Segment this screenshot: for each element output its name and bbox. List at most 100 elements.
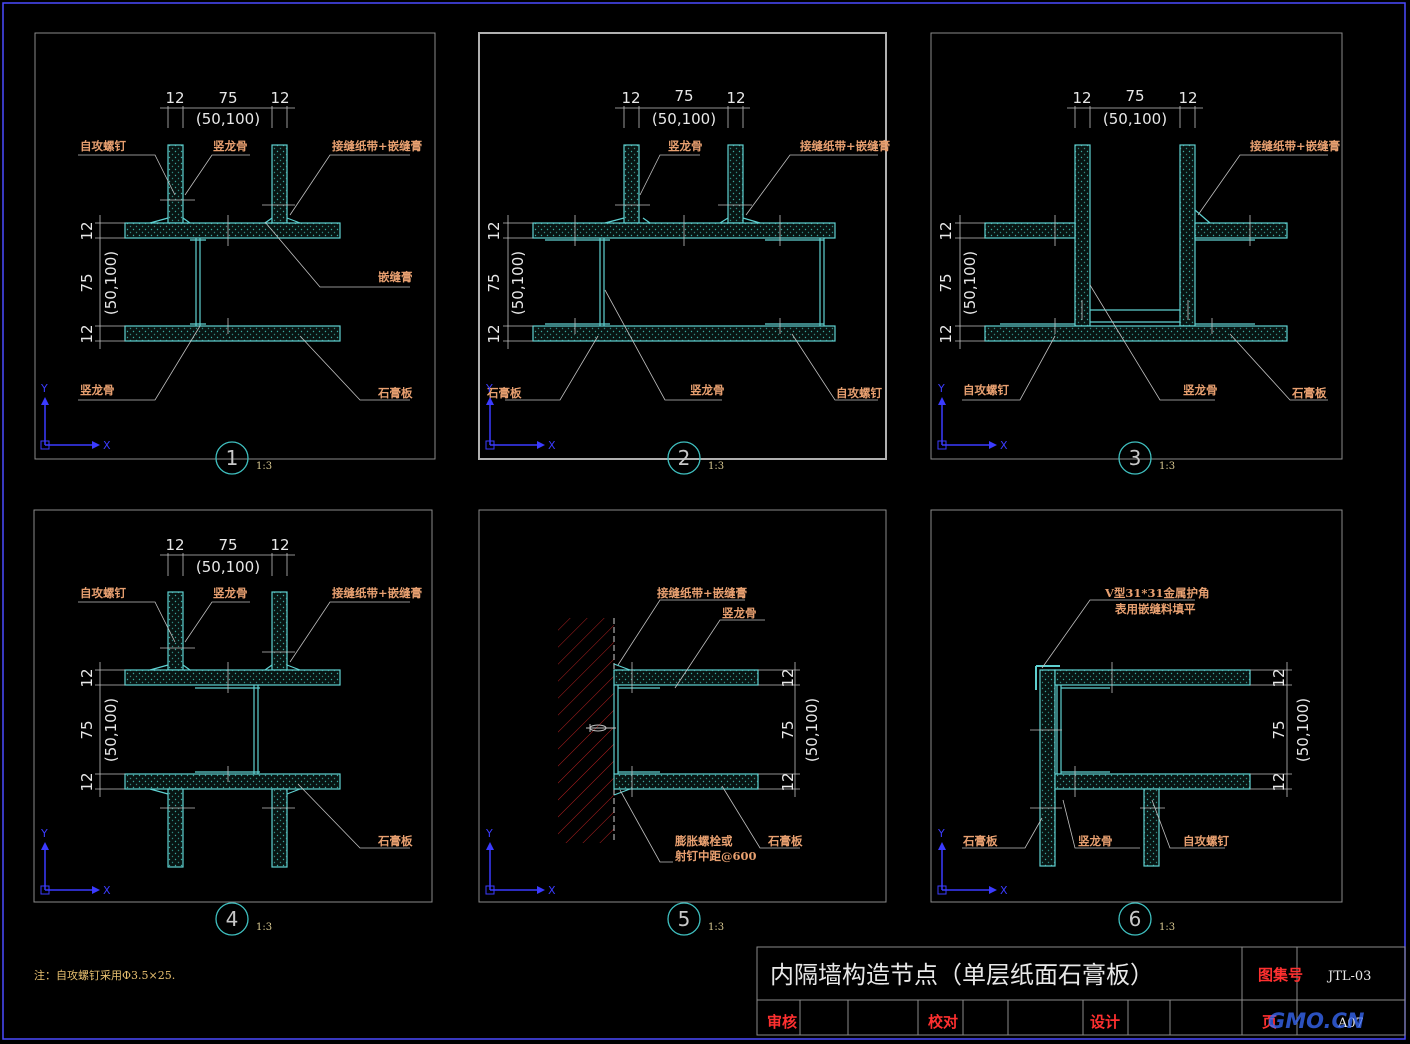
detail-number-2: 2: [678, 446, 691, 470]
detail-scale-3: 1:3: [1159, 461, 1175, 472]
label-stud: 竖龙骨: [722, 606, 757, 620]
label-stud: 竖龙骨: [213, 586, 248, 600]
label-stud: 竖龙骨: [1078, 834, 1113, 848]
label-tape: 接缝纸带+嵌缝膏: [332, 139, 423, 153]
dim-board-top-right: 12: [726, 89, 745, 107]
label-stud: 竖龙骨: [213, 139, 248, 153]
page-label: 页: [1262, 1013, 1277, 1031]
dim-alt-side: (50,100): [102, 251, 120, 315]
dim-board-top-right: 12: [270, 89, 289, 107]
dim-board-side-1: 12: [779, 668, 797, 687]
label-tape: 接缝纸带+嵌缝膏: [1250, 139, 1341, 153]
dim-alt-top: (50,100): [652, 110, 716, 128]
detail-3-drawing: 12 75 12 (50,100) 12 75 12 (50,100): [937, 87, 1341, 475]
check-label: 校对: [928, 1013, 958, 1031]
dim-board-top-left: 12: [1072, 89, 1091, 107]
label-stud-lower: 竖龙骨: [690, 383, 725, 397]
axis-x-label: X: [1000, 439, 1008, 452]
dim-board-side-1: 12: [1270, 668, 1288, 687]
dim-alt-side: (50,100): [961, 251, 979, 315]
dim-stud-side: 75: [937, 273, 955, 292]
footnote: 注：自攻螺钉采用Φ3.5×25.: [34, 968, 175, 982]
label-board: 石膏板: [767, 834, 803, 848]
axis-x-label: X: [548, 884, 556, 897]
viewport-frame-2[interactable]: [478, 32, 887, 460]
dim-board-side-2: 12: [78, 324, 96, 343]
label-board: 石膏板: [962, 834, 998, 848]
dim-board-side-2: 12: [78, 772, 96, 791]
dim-stud-top: 75: [674, 87, 693, 105]
dim-stud-side: 75: [485, 273, 503, 292]
dim-board-top-left: 12: [165, 89, 184, 107]
dim-alt-top: (50,100): [1103, 110, 1167, 128]
detail-number-1: 1: [226, 446, 239, 470]
label-board: 石膏板: [377, 386, 413, 400]
dim-alt-side: (50,100): [1294, 698, 1312, 762]
page-value: A07: [1337, 1016, 1364, 1031]
dim-stud-side: 75: [1270, 720, 1288, 739]
dim-alt-top: (50,100): [196, 558, 260, 576]
label-anchor-line2: 射钉中距@600: [674, 849, 757, 863]
detail-5-drawing: 12 75 12 (50,100) 接缝纸带+嵌缝膏 竖龙骨 膨胀螺栓或 射钉中…: [485, 586, 821, 936]
label-filler: 嵌缝膏: [378, 270, 413, 284]
dim-stud-top: 75: [218, 89, 237, 107]
detail-scale-6: 1:3: [1159, 922, 1175, 933]
label-screw: 自攻螺钉: [1183, 834, 1229, 848]
dim-stud-top: 75: [1125, 87, 1144, 105]
dim-alt-side: (50,100): [509, 251, 527, 315]
dim-board-side-1: 12: [937, 221, 955, 240]
detail-number-4: 4: [226, 907, 239, 931]
drawing-title: 内隔墙构造节点（单层纸面石膏板）: [770, 961, 1154, 989]
label-screw: 自攻螺钉: [80, 586, 126, 600]
dim-alt-side: (50,100): [803, 698, 821, 762]
detail-4-drawing: 12 75 12 (50,100) 12 75 12 (50,100): [40, 536, 423, 936]
detail-scale-2: 1:3: [708, 461, 724, 472]
label-board: 石膏板: [1291, 386, 1327, 400]
dim-board-side-2: 12: [1270, 772, 1288, 791]
dim-alt-side: (50,100): [102, 698, 120, 762]
axis-y-label: Y: [485, 827, 493, 840]
dim-board-top-left: 12: [621, 89, 640, 107]
dim-alt-top: (50,100): [196, 110, 260, 128]
label-screw: 自攻螺钉: [836, 386, 882, 400]
viewport-frame-4: [33, 509, 433, 903]
label-screw: 自攻螺钉: [963, 383, 1009, 397]
viewport-frame-1: [34, 32, 436, 460]
dim-board-top-right: 12: [270, 536, 289, 554]
axis-y-label: Y: [485, 382, 493, 395]
viewport-frame-6: [930, 509, 1343, 903]
dim-board-top-right: 12: [1178, 89, 1197, 107]
viewport-frame-3: [930, 32, 1343, 460]
label-corner-guard-line2: 表用嵌缝料填平: [1114, 602, 1196, 616]
detail-number-5: 5: [678, 907, 691, 931]
dim-stud-side: 75: [779, 720, 797, 739]
axis-x-label: X: [103, 439, 111, 452]
axis-y-label: Y: [40, 827, 48, 840]
label-screw: 自攻螺钉: [80, 139, 126, 153]
dim-board-side-1: 12: [78, 221, 96, 240]
watermark: GMO.CN: [1268, 1009, 1365, 1033]
dim-stud-top: 75: [218, 536, 237, 554]
dim-stud-side: 75: [78, 273, 96, 292]
detail-2-drawing: 12 75 12 (50,100) 12 75 12 (50,100) 竖龙: [485, 87, 891, 475]
dim-board-side-2: 12: [779, 772, 797, 791]
design-label: 设计: [1090, 1013, 1120, 1031]
dim-board-top-left: 12: [165, 536, 184, 554]
label-tape: 接缝纸带+嵌缝膏: [332, 586, 423, 600]
label-board: 石膏板: [377, 834, 413, 848]
axis-y-label: Y: [40, 382, 48, 395]
label-anchor-line1: 膨胀螺栓或: [674, 834, 733, 848]
title-block: 内隔墙构造节点（单层纸面石膏板） 图集号 JTL-03 审核 校对 设计 页 A…: [756, 946, 1406, 1036]
dim-board-side-2: 12: [937, 324, 955, 343]
dim-board-side-2: 12: [485, 324, 503, 343]
atlas-number-value: JTL-03: [1326, 969, 1371, 984]
label-stud: 竖龙骨: [1183, 383, 1218, 397]
axis-y-label: Y: [937, 827, 945, 840]
detail-scale-1: 1:3: [256, 461, 272, 472]
review-label: 审核: [767, 1013, 797, 1031]
detail-6-drawing: 12 75 12 (50,100) V型31*31金属护角 表用嵌缝料填平 石膏…: [937, 586, 1312, 936]
axis-x-label: X: [103, 884, 111, 897]
label-board: 石膏板: [486, 386, 522, 400]
label-corner-guard-line1: V型31*31金属护角: [1104, 586, 1209, 600]
